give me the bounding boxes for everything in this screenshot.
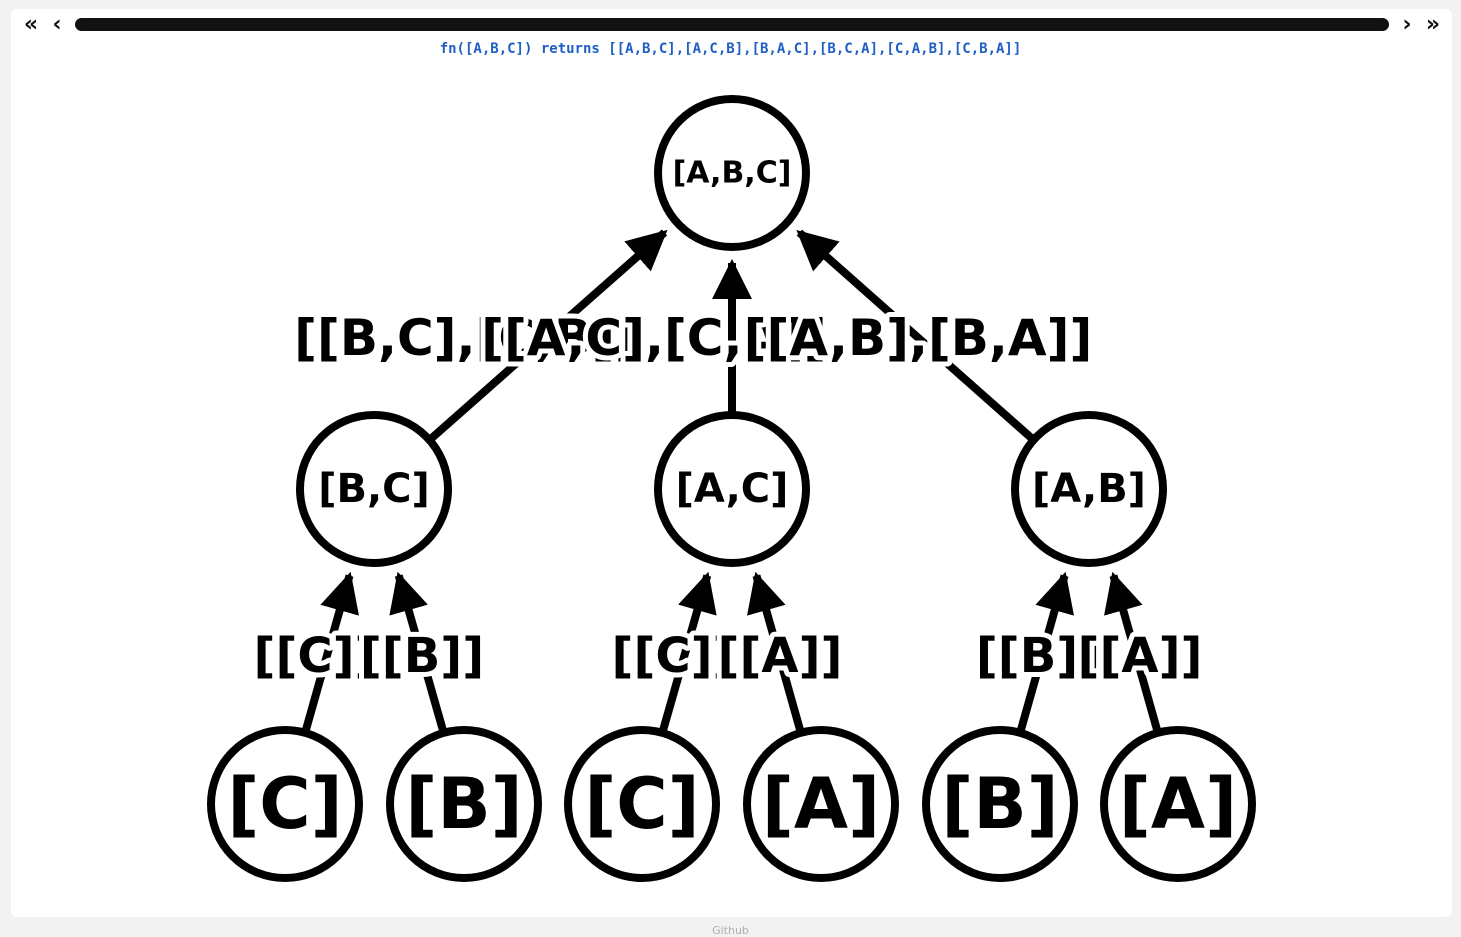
return-label-a1: [[A]] [718, 628, 843, 684]
return-label-a2: [[A]] [1078, 628, 1203, 684]
prev-step-icon[interactable]: ‹ [52, 12, 62, 37]
tree-node-c1: [C] [207, 726, 363, 882]
node-circle [1100, 726, 1256, 882]
node-circle [922, 726, 1078, 882]
tree-node-c2: [C] [564, 726, 720, 882]
edge-c1-to-bc [300, 571, 359, 736]
return-label-ab: [[A,B],[B,A]] [744, 309, 1093, 367]
return-label-b2: [[B]] [976, 628, 1100, 684]
node-circle [207, 726, 363, 882]
tree-node-b2: [B] [922, 726, 1078, 882]
result-caption: fn([A,B,C]) returns [[A,B,C],[A,C,B],[B,… [439, 41, 1022, 57]
tree-node-bc: [B,C] [296, 411, 452, 567]
edge-b1-to-bc [389, 571, 449, 736]
tree-node-a1: [A] [743, 726, 899, 882]
edge-a1-to-ac [747, 571, 806, 736]
node-circle [654, 95, 810, 251]
node-circle [654, 411, 810, 567]
edge-bc-to-root [425, 229, 668, 445]
return-label-ac: [[A,C],[C,A]] [481, 309, 827, 367]
node-label: [C] [584, 763, 699, 845]
tree-node-ac: [A,C] [654, 411, 810, 567]
tree-node-a2: [A] [1100, 726, 1256, 882]
tree-node-ab: [A,B] [1011, 411, 1167, 567]
node-label: [A,B,C] [673, 156, 792, 191]
step-scrubber[interactable] [75, 18, 1389, 31]
return-label-c1: [[C]] [254, 628, 377, 684]
edge-ab-to-root [796, 229, 1038, 445]
node-label: [A] [1119, 763, 1237, 845]
tree-node-root: [A,B,C] [654, 95, 810, 251]
next-step-icon[interactable]: › [1402, 12, 1412, 37]
edge-a2-to-ab [1104, 571, 1163, 736]
return-label-b1: [[B]] [360, 628, 484, 684]
node-circle [296, 411, 452, 567]
node-label: [B,C] [318, 466, 430, 512]
first-step-icon[interactable]: « [23, 12, 39, 37]
edge-c2-to-ac [657, 571, 717, 736]
last-step-icon[interactable]: » [1425, 12, 1441, 37]
node-circle [564, 726, 720, 882]
node-label: [A,C] [676, 466, 789, 512]
return-label-bc: [[B,C],[C,B]] [294, 309, 638, 367]
node-circle [1011, 411, 1167, 567]
node-label: [B] [405, 763, 522, 845]
node-circle [743, 726, 899, 882]
node-label: [A,B] [1032, 466, 1146, 512]
return-label-c2: [[C]] [612, 628, 735, 684]
node-label: [B] [941, 763, 1058, 845]
node-label: [C] [227, 763, 342, 845]
node-label: [A] [762, 763, 880, 845]
tree-node-b1: [B] [386, 726, 542, 882]
node-circle [386, 726, 542, 882]
edge-b2-to-ab [1015, 571, 1074, 736]
